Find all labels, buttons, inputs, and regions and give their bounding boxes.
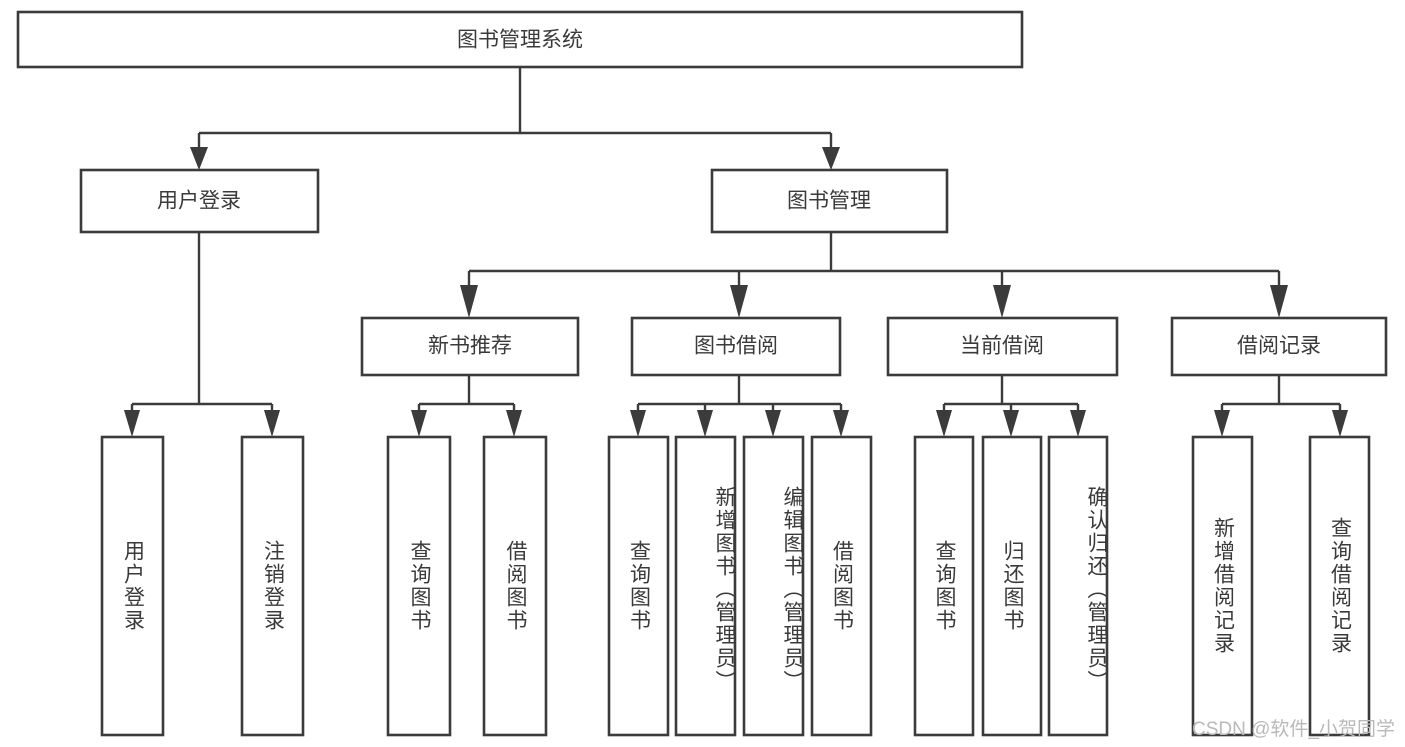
leaf-box-book-borrow-1[interactable] — [607, 435, 670, 737]
arrow-head-book-management — [822, 147, 840, 170]
arrow-head-bb-leaf-1 — [630, 410, 646, 437]
leaf-box-borrow-record-1[interactable] — [1191, 435, 1254, 737]
arrow-head-current-borrow — [993, 285, 1011, 318]
node-label-current-borrow: 当前借阅 — [960, 335, 1044, 358]
node-box-borrow-record[interactable] — [1170, 316, 1388, 377]
node-label-user-login: 用户登录 — [157, 190, 241, 213]
node-label-book-borrow: 图书借阅 — [694, 335, 778, 358]
leaf-box-borrow-record-2[interactable] — [1308, 435, 1371, 737]
connectors-new-book-to-leaves — [411, 375, 522, 437]
arrow-head-new-book — [460, 285, 478, 318]
arrow-head-bb-leaf-4 — [833, 410, 849, 437]
node-box-root[interactable] — [16, 10, 1024, 69]
node-box-user-login[interactable] — [79, 168, 320, 234]
node-label-book-management: 图书管理 — [787, 190, 871, 213]
connectors-user-login-to-leaves — [124, 232, 280, 437]
arrow-head-bb-leaf-3 — [765, 410, 781, 437]
csdn-watermark: CSDN @软件_小贺同学 — [1192, 719, 1395, 740]
node-label-borrow-record: 借阅记录 — [1237, 335, 1321, 358]
arrow-head-nb-leaf-1 — [411, 410, 427, 437]
connectors-current-borrow-to-leaves — [936, 375, 1086, 437]
node-label-root: 图书管理系统 — [457, 29, 583, 52]
arrow-head-ul-leaf-1 — [124, 410, 140, 437]
node-box-book-management[interactable] — [710, 168, 949, 234]
arrow-head-user-login — [190, 147, 208, 170]
arrow-head-borrow-record — [1270, 285, 1288, 318]
arrow-head-cb-leaf-2 — [1003, 410, 1019, 437]
connectors-book-management-to-level3 — [460, 232, 1288, 318]
leaf-box-new-book-2[interactable] — [482, 435, 548, 737]
leaf-box-current-borrow-1[interactable] — [913, 435, 975, 737]
leaf-box-current-borrow-2[interactable] — [981, 435, 1043, 737]
arrow-head-br-leaf-2 — [1332, 410, 1348, 437]
arrow-head-cb-leaf-3 — [1070, 410, 1086, 437]
node-label-new-book-recommend: 新书推荐 — [428, 335, 512, 358]
arrow-head-ul-leaf-2 — [264, 410, 280, 437]
leaf-box-user-login-1[interactable] — [100, 435, 165, 737]
node-box-new-book-recommend[interactable] — [360, 316, 580, 377]
arrow-head-book-borrow — [730, 285, 748, 318]
leaf-box-book-borrow-3[interactable] — [742, 435, 805, 737]
leaf-box-book-borrow-4[interactable] — [810, 435, 873, 737]
node-box-book-borrow[interactable] — [630, 316, 842, 377]
leaf-box-user-login-2[interactable] — [240, 435, 305, 737]
arrow-head-br-leaf-1 — [1214, 410, 1230, 437]
connectors-book-borrow-to-leaves — [630, 375, 849, 437]
leaf-box-current-borrow-3[interactable] — [1047, 435, 1109, 737]
leaf-box-book-borrow-2[interactable] — [674, 435, 737, 737]
arrow-head-bb-leaf-2 — [697, 410, 713, 437]
arrow-head-nb-leaf-2 — [506, 410, 522, 437]
connectors-root-to-level2 — [190, 67, 840, 170]
leaf-box-new-book-1[interactable] — [386, 435, 452, 737]
node-box-current-borrow[interactable] — [886, 316, 1119, 377]
arrow-head-cb-leaf-1 — [936, 410, 952, 437]
connectors-borrow-record-to-leaves — [1214, 375, 1348, 437]
